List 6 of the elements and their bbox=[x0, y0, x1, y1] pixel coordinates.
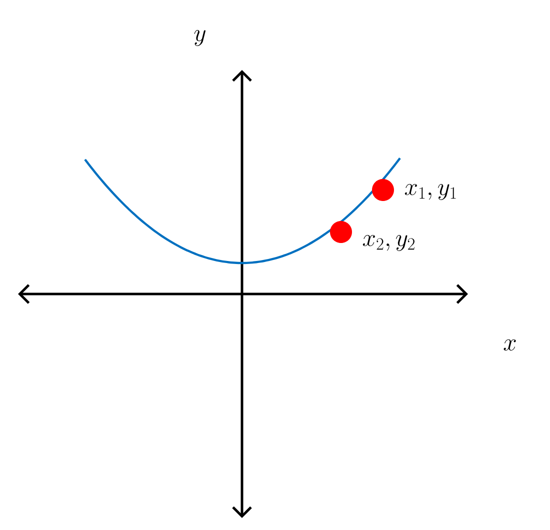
axis-label: $x$ bbox=[504, 339, 516, 351]
axis-label: $y$ bbox=[194, 30, 206, 46]
point-label: $x_2, y_2$ bbox=[362, 234, 414, 252]
data-point bbox=[330, 221, 352, 243]
data-point bbox=[372, 179, 394, 201]
point-label: $x_1, y_1$ bbox=[404, 184, 456, 200]
